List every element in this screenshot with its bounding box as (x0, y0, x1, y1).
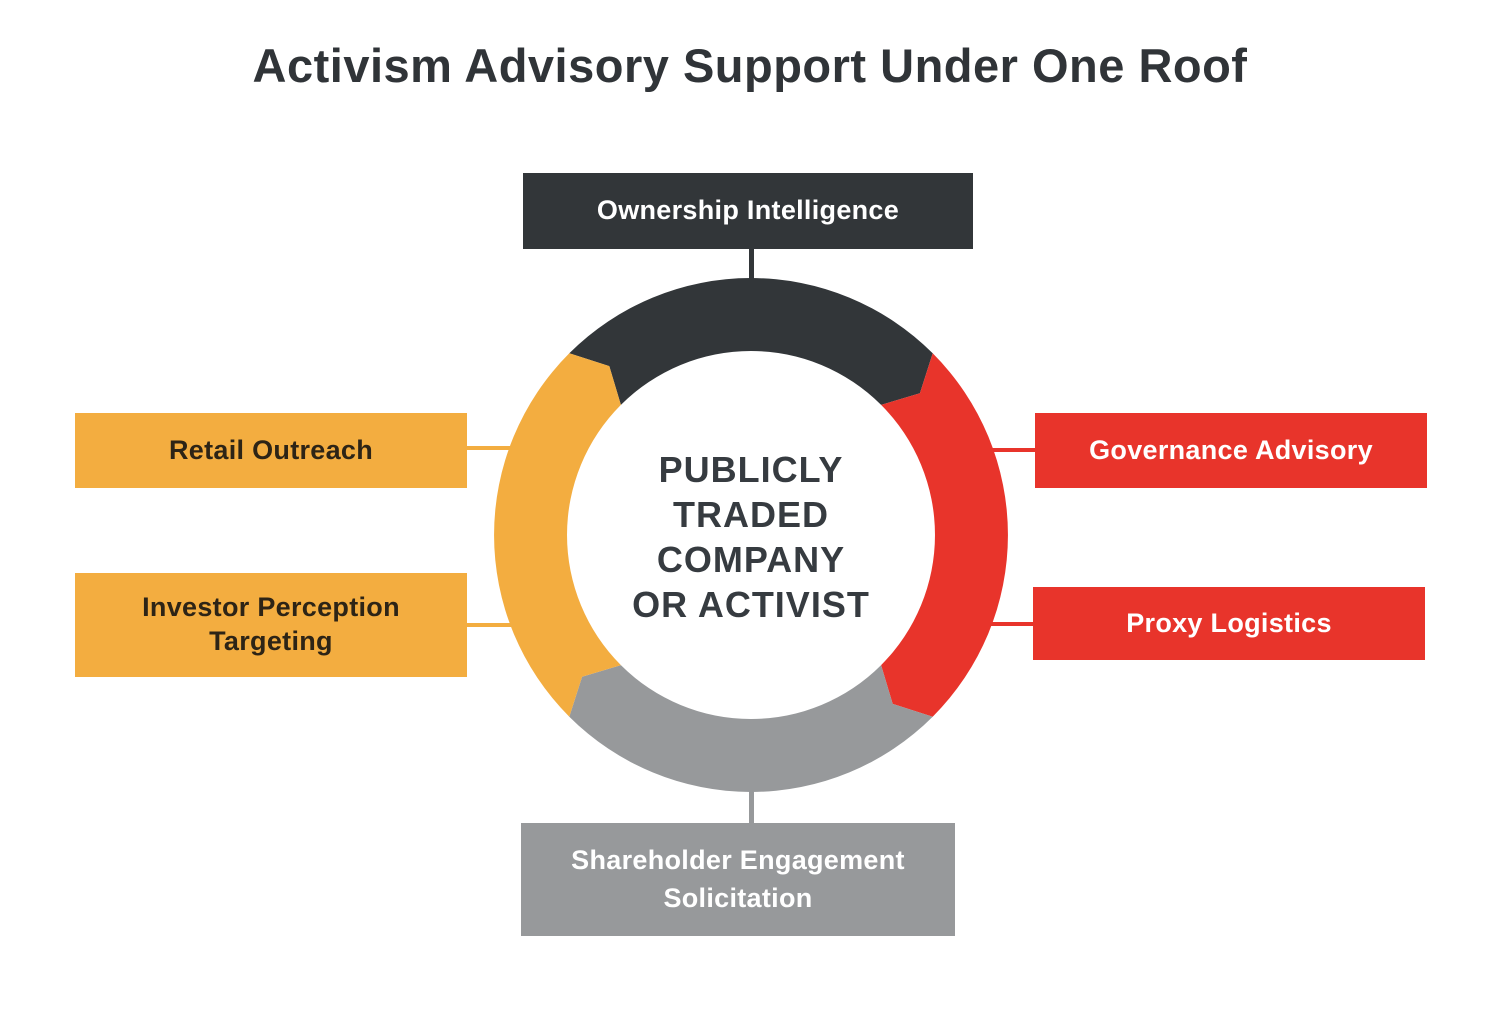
node-label-line: Targeting (209, 626, 333, 656)
ring-segment-shareholder-engagement (569, 665, 933, 792)
node-proxy-logistics: Proxy Logistics (1033, 587, 1425, 660)
ring-svg (494, 278, 1008, 792)
node-label-line: Solicitation (663, 882, 813, 913)
node-label-line: Investor Perception (142, 592, 400, 623)
connector-right-bottom (988, 622, 1036, 626)
connector-bottom (749, 790, 754, 824)
ring-segment-governance-advisory (881, 353, 1008, 717)
node-shareholder-engagement-solicitation: Shareholder Engagement Solicitation (521, 823, 955, 936)
connector-top (749, 248, 754, 280)
node-label-line: Shareholder Engagement (571, 844, 905, 875)
center-label-line: TRADED (673, 494, 829, 535)
center-label-line: PUBLICLY (658, 449, 844, 490)
node-label: Governance Advisory (1089, 434, 1373, 465)
page-title: Activism Advisory Support Under One Roof (252, 39, 1248, 92)
node-ownership-intelligence: Ownership Intelligence (523, 173, 973, 249)
ring-segment-retail-outreach (494, 353, 621, 717)
center-label: PUBLICLY TRADED COMPANY OR ACTIVIST (571, 447, 931, 627)
node-label: Proxy Logistics (1126, 607, 1332, 638)
connector-left-bottom (464, 623, 516, 627)
node-label: Ownership Intelligence (596, 195, 900, 226)
node-retail-outreach: Retail Outreach (75, 413, 467, 488)
node-label: Retail Outreach (168, 434, 374, 465)
connector-left-top (464, 446, 516, 450)
connector-right-top (988, 448, 1036, 452)
node-investor-perception-targeting: Investor Perception Targeting (75, 573, 467, 677)
ring-segment-ownership-intelligence (569, 278, 933, 405)
center-label-line: OR ACTIVIST (632, 584, 870, 625)
node-governance-advisory: Governance Advisory (1035, 413, 1427, 488)
center-label-line: COMPANY (656, 539, 846, 580)
